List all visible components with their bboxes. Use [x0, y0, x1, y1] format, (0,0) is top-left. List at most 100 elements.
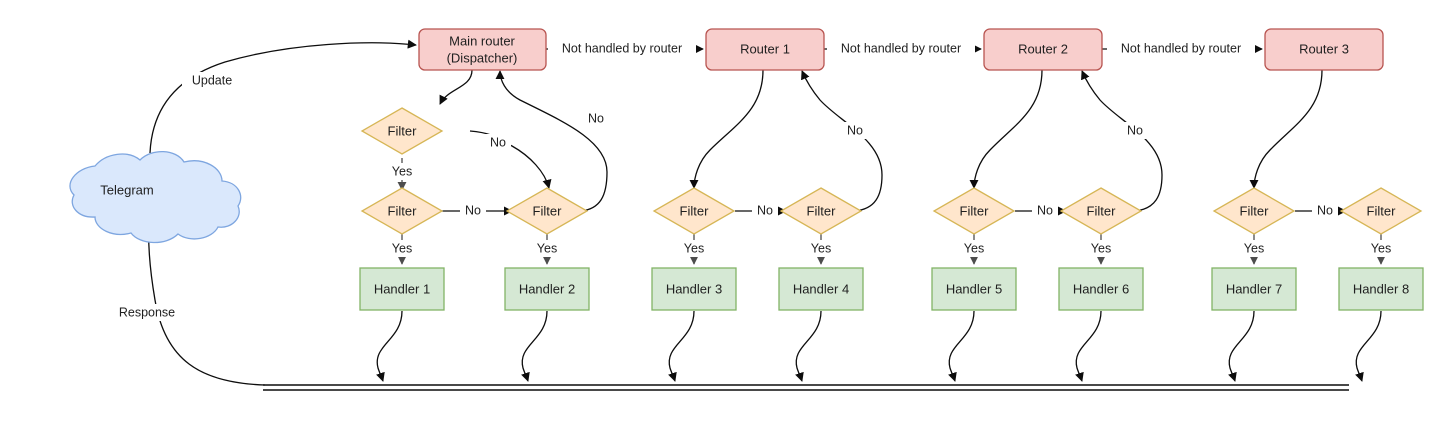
- router-node-router1[interactable]: Router 1: [705, 28, 825, 71]
- label-bg-no-f7: [1312, 203, 1338, 220]
- filter-top-dispatcher-label: Filter: [388, 123, 418, 138]
- label-bg-no-return-2: [1122, 122, 1148, 139]
- label-bg-nh3: [1107, 41, 1255, 58]
- edge-label-yes-8: Yes: [1371, 241, 1391, 255]
- handler-node-8[interactable]: Handler 8: [1338, 267, 1424, 311]
- label-bg-yes-top: [386, 163, 419, 180]
- handler-node-3[interactable]: Handler 3: [651, 267, 737, 311]
- edge-label-no-filter7: No: [1317, 203, 1333, 217]
- handler2-label: Handler 2: [519, 281, 575, 296]
- filter-node-6[interactable]: Filter: [1059, 187, 1143, 235]
- filter-node-5[interactable]: Filter: [932, 187, 1016, 235]
- handler5-box: [931, 267, 1017, 311]
- filter-node-top-dispatcher[interactable]: Filter: [360, 107, 444, 155]
- filter-6-shape: [1059, 187, 1143, 235]
- filter-3-shape: [652, 187, 736, 235]
- label-bg-yes6: [1085, 240, 1118, 257]
- router2-box: [983, 28, 1103, 71]
- handler-node-4[interactable]: Handler 4: [778, 267, 864, 311]
- label-bg-yes8: [1365, 240, 1398, 257]
- edge-label-no-filter3: No: [757, 203, 773, 217]
- filter-node-2[interactable]: Filter: [505, 187, 589, 235]
- edge-label-yes-top-dispatcher: Yes: [392, 164, 412, 178]
- filter-4-label: Filter: [807, 203, 837, 218]
- dispatcher-label-line1: Main router: [449, 33, 515, 48]
- filter-7-label: Filter: [1240, 203, 1270, 218]
- label-bg-nh1: [548, 41, 696, 58]
- filter-node-1[interactable]: Filter: [360, 187, 444, 235]
- edge-label-not-handled-1: Not handled by router: [562, 41, 682, 55]
- telegram-label: Telegram: [100, 182, 153, 197]
- filter-3-label: Filter: [680, 203, 710, 218]
- handler-node-6[interactable]: Handler 6: [1058, 267, 1144, 311]
- router2-label: Router 2: [1018, 41, 1068, 56]
- filter-node-7[interactable]: Filter: [1212, 187, 1296, 235]
- router1-label: Router 1: [740, 41, 790, 56]
- edge-handler6-to-bus: [1075, 310, 1102, 382]
- label-bg-no-return-1: [842, 122, 868, 139]
- edge-label-no-top-dispatcher: No: [490, 135, 506, 149]
- handler-node-5[interactable]: Handler 5: [931, 267, 1017, 311]
- filter-2-label: Filter: [533, 203, 563, 218]
- label-bg-nh2: [827, 41, 975, 58]
- filter-node-3[interactable]: Filter: [652, 187, 736, 235]
- edge-handler8-to-bus: [1355, 310, 1382, 382]
- handler-node-1[interactable]: Handler 1: [359, 267, 445, 311]
- filter-1-label: Filter: [388, 203, 418, 218]
- router-node-router3[interactable]: Router 3: [1264, 28, 1384, 71]
- filter-6-label: Filter: [1087, 203, 1117, 218]
- edge-update: [149, 39, 417, 154]
- edge-handler5-to-bus: [948, 310, 975, 382]
- edge-label-yes-7: Yes: [1244, 241, 1264, 255]
- router-node-router2[interactable]: Router 2: [983, 28, 1103, 71]
- router-node-dispatcher[interactable]: Main router (Dispatcher): [418, 28, 547, 71]
- edge-label-yes-5: Yes: [964, 241, 984, 255]
- handler7-label: Handler 7: [1226, 281, 1282, 296]
- label-bg-yes2: [531, 240, 564, 257]
- label-bg-yes3: [678, 240, 711, 257]
- handler6-label: Handler 6: [1073, 281, 1129, 296]
- router3-box: [1264, 28, 1384, 71]
- edge-label-no-filter1: No: [465, 203, 481, 217]
- edge-router1-to-filter3: [689, 69, 764, 189]
- filter-7-shape: [1212, 187, 1296, 235]
- filter-node-4[interactable]: Filter: [779, 187, 863, 235]
- filter-2-shape: [505, 187, 589, 235]
- label-bg-update: [182, 72, 244, 89]
- edge-label-response: Response: [119, 305, 175, 319]
- edge-response: [144, 221, 266, 386]
- handler4-label: Handler 4: [793, 281, 849, 296]
- label-bg-yes4: [805, 240, 838, 257]
- edge-label-no-return-1: No: [847, 123, 863, 137]
- filter-4-shape: [779, 187, 863, 235]
- dispatcher-label-line2: (Dispatcher): [447, 50, 518, 65]
- handler8-box: [1338, 267, 1424, 311]
- filter-8-label: Filter: [1367, 203, 1397, 218]
- label-bg-no-f5: [1032, 203, 1058, 220]
- router3-label: Router 3: [1299, 41, 1349, 56]
- label-bg-yes1: [386, 240, 419, 257]
- label-bg-no-f1: [460, 203, 486, 220]
- edge-dispatcher-to-filter-top: [439, 69, 473, 105]
- handler-node-2[interactable]: Handler 2: [504, 267, 590, 311]
- edge-label-yes-3: Yes: [684, 241, 704, 255]
- edge-label-yes-4: Yes: [811, 241, 831, 255]
- label-bg-yes7: [1238, 240, 1271, 257]
- edge-label-no-return-dispatcher: No: [588, 111, 604, 125]
- edge-handler4-to-bus: [795, 310, 822, 382]
- handler-node-7[interactable]: Handler 7: [1211, 267, 1297, 311]
- label-bg-yes5: [958, 240, 991, 257]
- handler8-label: Handler 8: [1353, 281, 1409, 296]
- edge-label-not-handled-2: Not handled by router: [841, 41, 961, 55]
- dispatcher-box: [418, 28, 547, 71]
- edge-handler7-to-bus: [1228, 310, 1255, 382]
- filter-5-shape: [932, 187, 1016, 235]
- edge-handler1-to-bus: [376, 310, 403, 382]
- label-bg-no-f3: [752, 203, 778, 220]
- edge-filter2-no-return: [495, 70, 608, 212]
- telegram-cloud-node[interactable]: Telegram: [69, 150, 242, 244]
- filter-node-8[interactable]: Filter: [1339, 187, 1423, 235]
- filter-8-shape: [1339, 187, 1423, 235]
